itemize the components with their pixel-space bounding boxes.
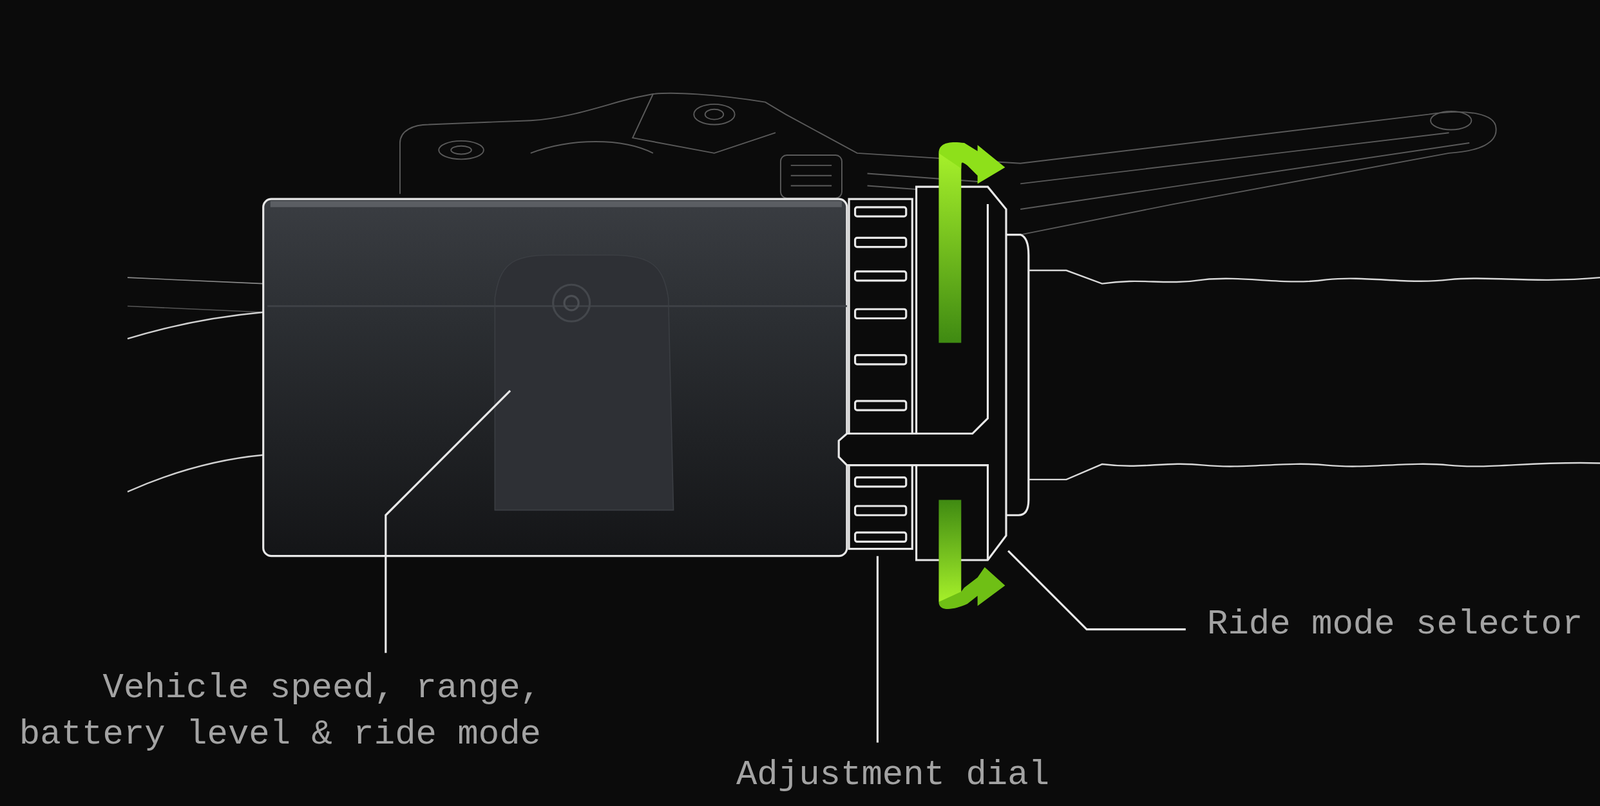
ride-mode-selector	[838, 186, 1029, 561]
dial-label: Adjustment dial	[699, 752, 1086, 799]
selector-label: Ride mode selector	[1207, 601, 1594, 648]
grip	[1028, 270, 1600, 480]
handlebar	[127, 277, 264, 493]
display-label: Vehicle speed, range, battery level & ri…	[12, 665, 542, 759]
knurl-slot	[855, 237, 907, 247]
knurl-slot	[855, 401, 907, 411]
knurl-slot	[855, 207, 907, 217]
knurl-slot	[855, 355, 907, 365]
display-unit	[263, 199, 848, 556]
knurl-slot	[855, 532, 907, 542]
adjustment-dial	[848, 199, 913, 549]
knurl-slot	[855, 506, 907, 516]
knurl-slot	[855, 477, 907, 487]
knurl-slot	[855, 309, 907, 319]
knurl-slot	[855, 271, 907, 281]
rotation-arrow	[938, 142, 1005, 610]
